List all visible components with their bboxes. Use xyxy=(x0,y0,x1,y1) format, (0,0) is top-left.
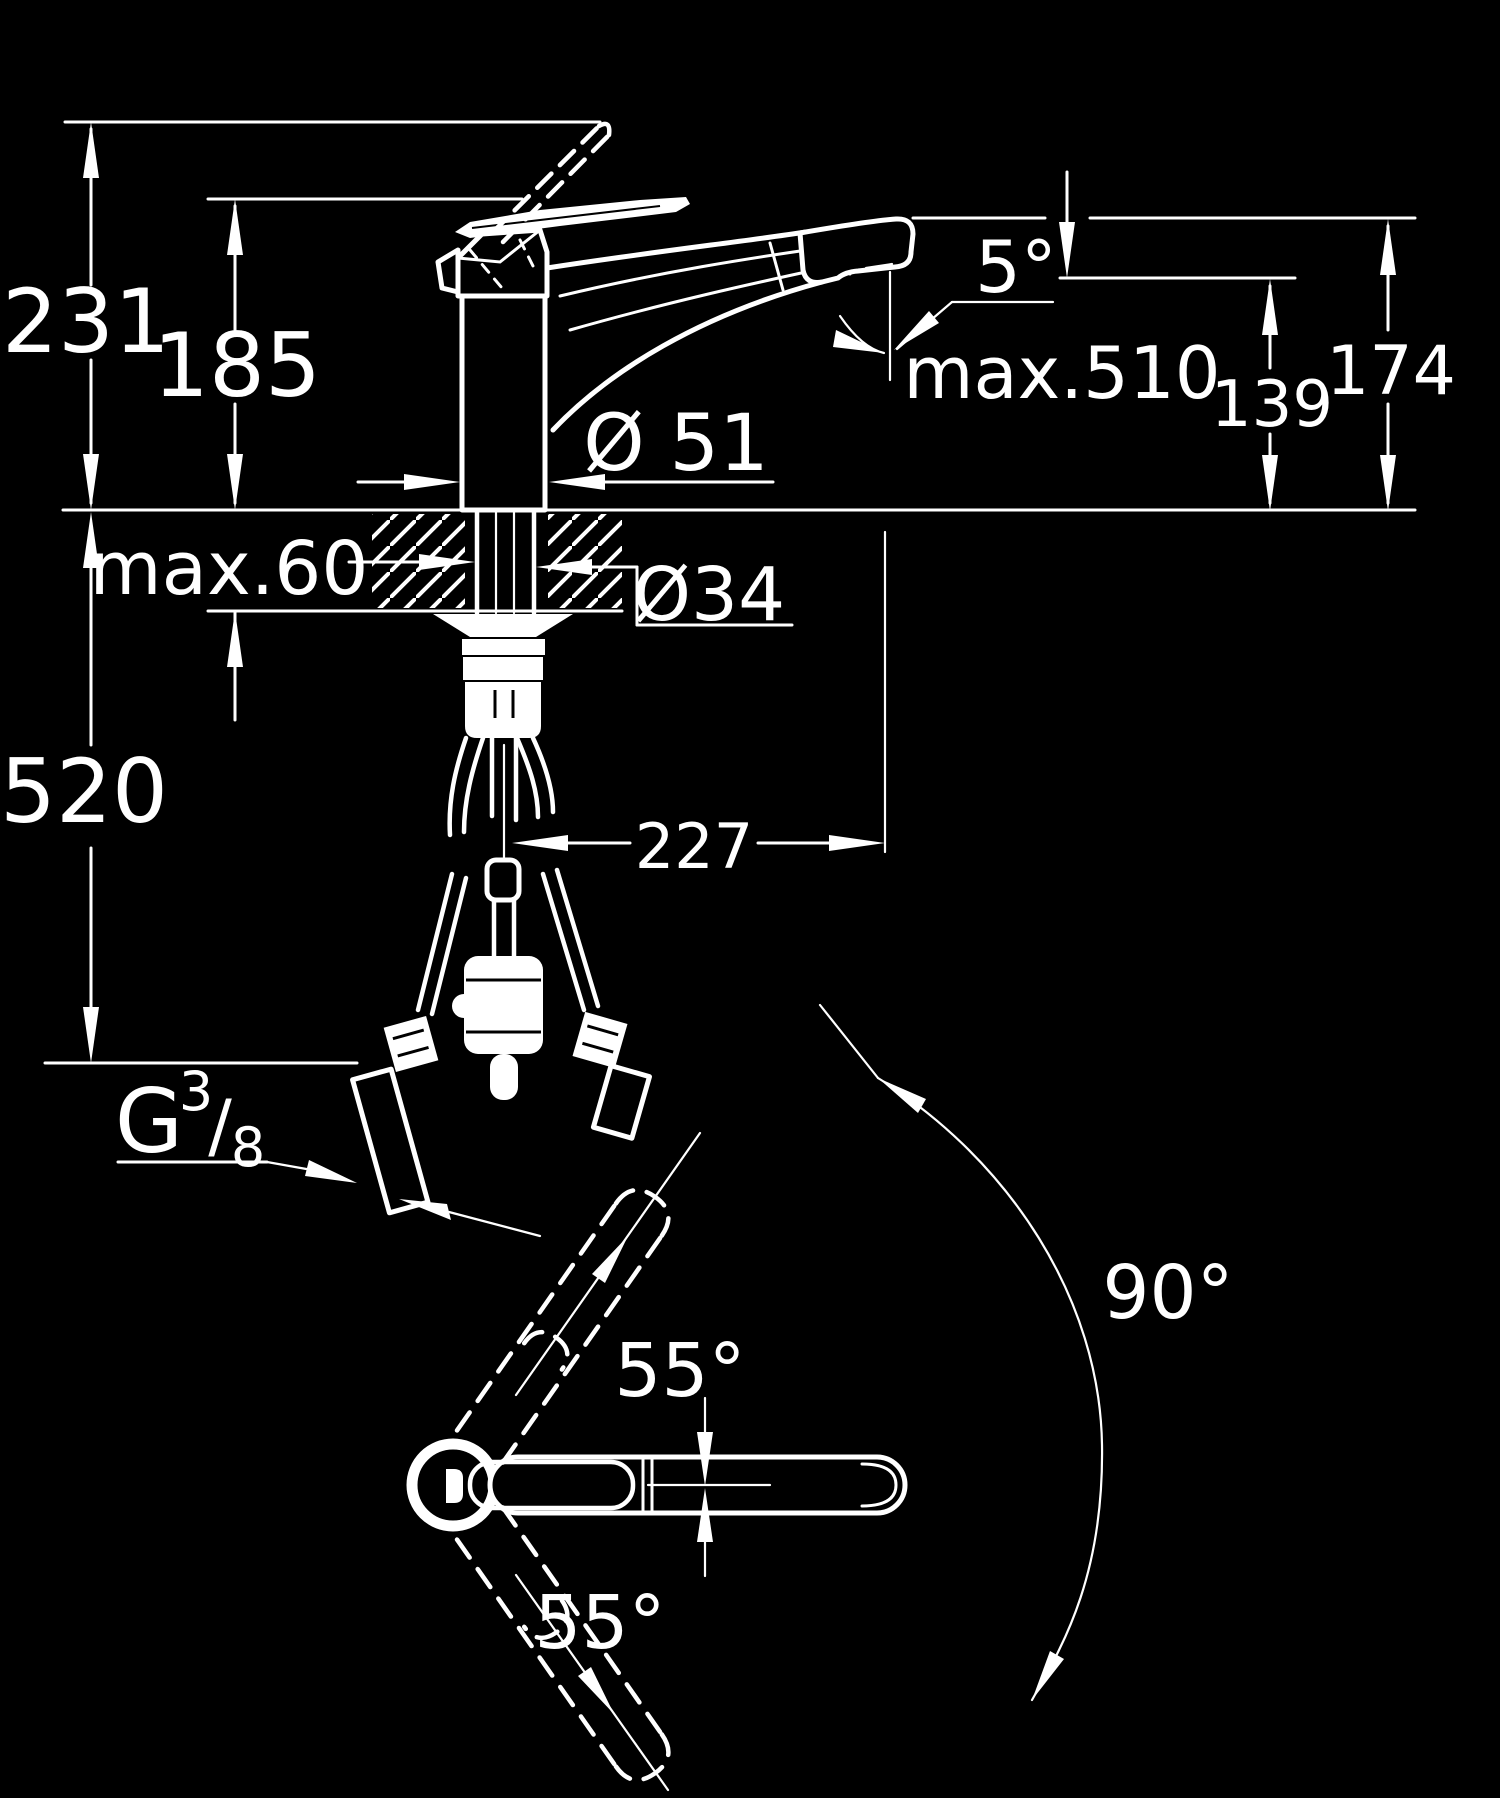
dim-g38: G 3 / 8 xyxy=(115,1060,542,1238)
hose-connector-left xyxy=(383,1015,439,1073)
mounting-nut xyxy=(463,657,543,680)
spout-bottom-edge xyxy=(550,279,825,433)
label-55-upper: 55° xyxy=(614,1328,745,1414)
shank-through-counter xyxy=(474,507,537,616)
below-counter-assembly xyxy=(350,614,652,1216)
mounting-flange xyxy=(433,614,573,637)
weight-clip xyxy=(452,994,476,1018)
label-5deg: 5° xyxy=(975,225,1057,309)
label-d34: Ø34 xyxy=(633,552,785,638)
hose-plug xyxy=(490,1054,518,1100)
spout-inner-line-2 xyxy=(568,268,817,332)
hose-collar xyxy=(484,857,522,903)
dim-174: 174 xyxy=(911,216,1456,511)
lever-notch xyxy=(446,1469,463,1503)
label-max60: max.60 xyxy=(90,526,369,612)
dim-d51: Ø 51 xyxy=(356,399,775,490)
dim-max60: max.60 xyxy=(90,526,475,722)
label-227: 227 xyxy=(635,810,753,883)
dim-227: 227 xyxy=(512,530,887,883)
swivel-55-upper: 55° xyxy=(514,1131,746,1486)
cap-side-nub xyxy=(435,247,461,295)
shank-block xyxy=(465,682,541,738)
dim-5deg: 5° max.510 xyxy=(833,170,1221,415)
spray-head xyxy=(797,216,916,285)
label-g-den: 8 xyxy=(231,1116,265,1179)
hose-connector-right xyxy=(572,1011,628,1069)
cap-hidden-lines xyxy=(468,238,538,290)
spout-inner-line-1 xyxy=(558,245,830,298)
dim-d34: Ø34 xyxy=(536,552,794,638)
lever-handle xyxy=(455,197,690,238)
dim-139: 139 xyxy=(1058,276,1333,511)
pullout-hose xyxy=(484,735,522,961)
faucet-body xyxy=(459,293,548,513)
dim-185: 185 xyxy=(153,197,524,510)
swivel-90-arc: 90° xyxy=(818,1003,1234,1702)
supply-hose-left xyxy=(350,735,486,1216)
faucet xyxy=(435,121,916,513)
label-174: 174 xyxy=(1326,332,1456,411)
dim-520: 520 xyxy=(0,512,359,1065)
label-185: 185 xyxy=(153,314,321,417)
label-max510: max.510 xyxy=(903,331,1220,415)
swivel-55-lower: 55° xyxy=(514,1488,713,1792)
dim-231: 231 xyxy=(2,120,602,510)
supply-hose-right xyxy=(514,735,652,1141)
washer xyxy=(462,639,545,655)
spout xyxy=(544,229,852,433)
label-g: G xyxy=(115,1070,183,1173)
label-g-slash: / xyxy=(208,1085,232,1167)
spout-top-solid xyxy=(467,1454,908,1516)
spout-slot xyxy=(467,1459,636,1511)
hose-end-right xyxy=(590,1063,652,1141)
side-view: 231 185 max.60 xyxy=(0,120,1456,1238)
hose-end-left xyxy=(350,1066,431,1216)
spout-top-edge xyxy=(544,229,809,271)
label-520: 520 xyxy=(0,740,168,843)
label-90: 90° xyxy=(1102,1250,1233,1336)
dimensions: 231 185 max.60 xyxy=(0,120,1456,1238)
label-139: 139 xyxy=(1211,368,1333,442)
label-231: 231 xyxy=(2,270,170,373)
spray-head-detail xyxy=(864,262,894,270)
label-d51: Ø 51 xyxy=(583,399,768,489)
spout-cap-inner xyxy=(860,1462,898,1508)
label-g-num: 3 xyxy=(179,1060,213,1123)
top-view: 55° 55° 90° xyxy=(406,1003,1234,1792)
spout-joint-1 xyxy=(768,241,785,292)
cap-facet-line xyxy=(456,228,542,264)
label-55-lower: 55° xyxy=(534,1580,665,1666)
lever-raised-dashed xyxy=(489,121,612,245)
